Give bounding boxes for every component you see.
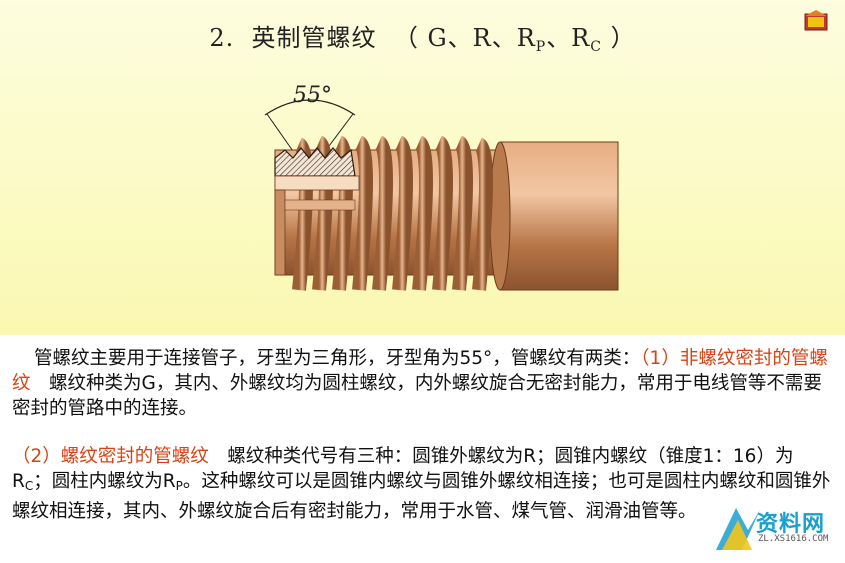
paragraph2-sub-p: P [175,479,183,493]
paragraph1-intro: 管螺纹主要用于连接管子，牙型为三角形，牙型角为55°，管螺纹有两类： [34,348,641,369]
watermark-text: 资料网 [756,512,826,537]
watermark-url: ZL.XS1616.COM [758,534,829,544]
title-codes-a: G、R、R [427,24,536,52]
title-number: 2. [209,24,235,52]
title-open-paren: （ [393,24,419,52]
book-icon[interactable] [803,8,829,34]
title-sub-c: C [590,39,602,55]
angle-label: 55° [293,83,332,108]
paragraph-non-sealing: 管螺纹主要用于连接管子，牙型为三角形，牙型角为55°，管螺纹有两类：（1）非螺纹… [12,346,832,421]
paragraph1-body: 螺纹种类为G，其内、外螺纹均为圆柱螺纹，内外螺纹旋合无密封能力，常用于电线管等不… [12,373,822,419]
paragraph2-heading: （2）螺纹密封的管螺纹 [12,446,209,467]
paragraph1-heading: （1）非螺纹密封的管螺纹 [12,348,828,394]
title-sub-p: P [535,39,547,55]
paragraph2-body-a: 螺纹种类代号有三种：圆锥外螺纹为R；圆锥内螺纹（锥度1：16）为R [12,446,794,492]
title-codes-b: 、R [546,24,591,52]
paragraph-sealing: （2）螺纹密封的管螺纹 螺纹种类代号有三种：圆锥外螺纹为R；圆锥内螺纹（锥度1：… [12,444,832,524]
pipe-thread-figure: 55° [264,83,619,291]
paragraph2-sub-c: C [24,479,34,493]
paragraph2-body-b: ；圆柱内螺纹为R [33,471,176,492]
paragraph2-body-c: 。这种螺纹可以是圆锥内螺纹与圆锥外螺纹相连接；也可是圆柱内螺纹和圆锥外螺纹相连接… [12,471,831,522]
title-close-paren: ） [610,24,636,52]
text-panel [0,335,845,563]
watermark-logo-icon [716,508,760,550]
title-main: 英制管螺纹 [251,24,377,52]
slide-title: 2. 英制管螺纹 （ G、R、RP、RC ） [0,18,845,55]
